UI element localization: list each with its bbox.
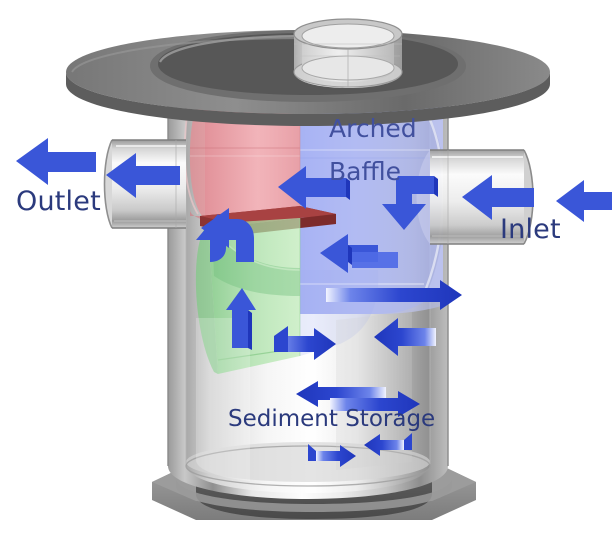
swirl-arrow-lower-right (330, 391, 420, 417)
baffle-down-arrow (382, 176, 438, 230)
access-riser (293, 18, 403, 88)
outlet-external-arrow (16, 138, 96, 185)
swirl-arrow-mid-left (274, 326, 336, 360)
swirl-arrow-bottom-left (308, 444, 356, 467)
outlet-hook-arrow (201, 208, 254, 262)
baffle-underflow-arrow (320, 234, 398, 273)
baffle-inflow-arrow (278, 166, 350, 209)
flow-arrows (16, 138, 612, 467)
riser-up-arrow (226, 288, 256, 350)
zone-blue-lower (300, 218, 379, 356)
inlet-pipe-arrow (462, 175, 534, 220)
swirl-arrow-mid-right (374, 318, 436, 356)
swirl-arrow-upper (326, 280, 462, 310)
outlet-pipe-arrow (106, 153, 180, 198)
inlet-external-arrow (556, 180, 612, 222)
swirl-arrow-bottom-right (364, 433, 412, 456)
swirl-arrow-lower-left (296, 381, 386, 407)
